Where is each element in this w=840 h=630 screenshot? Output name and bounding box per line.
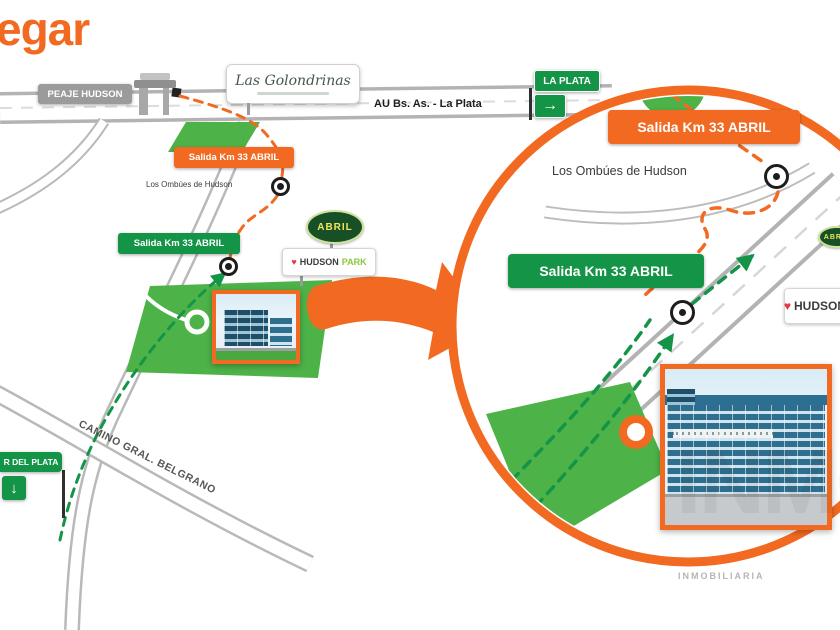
peaje-hudson-sign: PEAJE HUDSON <box>38 84 132 104</box>
green-route <box>58 272 227 542</box>
watermark-small: INMOBILIARIA <box>678 571 765 581</box>
las-golondrinas-tagline-bar <box>257 92 329 95</box>
las-golondrinas-label: Las Golondrinas <box>235 73 351 89</box>
salida-km33-green-sign: Salida Km 33 ABRIL <box>118 233 240 254</box>
zoom-pointer-arrow <box>306 262 490 360</box>
zoom-salida-green-sign: Salida Km 33 ABRIL <box>508 254 704 288</box>
left-exit-road <box>0 117 110 214</box>
building-photo-small <box>212 290 300 364</box>
zoom-abril-badge: ABRIL <box>818 226 840 248</box>
ombues-label: Los Ombúes de Hudson <box>146 180 233 189</box>
exit-point-orange <box>271 177 290 196</box>
hudson-park-post <box>300 274 303 286</box>
watermark-large: INMOBILIARIA <box>676 431 840 533</box>
exit-point-green <box>219 257 238 276</box>
zoom-green-route <box>510 253 755 508</box>
page-title: egar <box>0 3 90 55</box>
field-small <box>168 122 260 152</box>
arrow-right-icon: → <box>542 97 558 114</box>
highway-label: AU Bs. As. - La Plata <box>374 98 482 110</box>
field-path <box>144 294 187 322</box>
zoom-hudson-park-label-bold: HUDSON <box>794 299 840 313</box>
la-plata-sign-post <box>529 88 532 120</box>
heart-icon: ♥ <box>783 299 791 313</box>
mar-del-plata-post <box>62 470 65 518</box>
zoom-circle-ring <box>447 85 840 567</box>
hudson-park-label-light: PARK <box>341 257 367 267</box>
hudson-park-label-bold: HUDSON <box>299 257 339 267</box>
toll-booth-icon <box>134 72 176 118</box>
zoom-ombues-label: Los Ombúes de Hudson <box>552 164 687 178</box>
camino-belgrano-road <box>0 385 314 573</box>
zoom-salida-orange-sign: Salida Km 33 ABRIL <box>608 110 800 144</box>
mar-del-plata-sign: R DEL PLATA <box>0 452 62 472</box>
roundabout-small <box>184 309 210 335</box>
zoom-exit-point-orange <box>764 164 789 189</box>
abril-badge-post <box>330 240 333 254</box>
abril-badge: ABRIL <box>306 210 364 244</box>
las-golondrinas-sign: Las Golondrinas <box>226 64 360 115</box>
building-photo-large <box>660 364 832 530</box>
highway-road <box>0 84 613 124</box>
la-plata-sign: LA PLATA <box>534 70 600 92</box>
salida-km33-orange-sign: Salida Km 33 ABRIL <box>174 147 294 168</box>
roundabout-large <box>619 415 653 449</box>
arrow-down-icon: ↓ <box>10 479 18 497</box>
diagonal-road <box>64 121 254 630</box>
zoom-exit-point-green <box>670 300 695 325</box>
heart-icon: ♥ <box>291 257 297 267</box>
